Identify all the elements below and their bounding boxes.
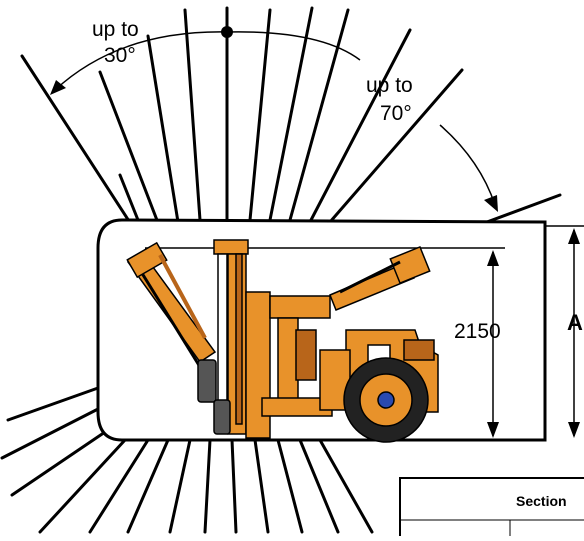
tilt-left-line1: up to xyxy=(92,18,139,41)
drill-line xyxy=(98,70,162,230)
height-value-label: 2150 xyxy=(454,320,501,343)
drill-line xyxy=(0,406,102,460)
height-dimension xyxy=(145,247,510,441)
tilt-right-line1: up to xyxy=(366,74,413,97)
drill-line xyxy=(328,68,464,224)
dim-arrow-top xyxy=(487,250,499,266)
section-dimension xyxy=(545,225,584,436)
dim-arrow-bottom xyxy=(487,422,499,438)
drill-line xyxy=(38,438,127,534)
drill-line xyxy=(268,6,314,222)
drill-line xyxy=(253,438,270,534)
section-table: Section xyxy=(399,477,584,541)
drill-line xyxy=(10,428,110,497)
drill-line xyxy=(318,438,374,534)
drill-line xyxy=(298,438,340,534)
right-arrowhead xyxy=(484,195,498,212)
pivot-dot xyxy=(221,26,233,38)
drill-line xyxy=(248,8,272,222)
drill-line xyxy=(168,438,192,534)
tilt-right-line2: 70° xyxy=(380,102,412,125)
drill-line xyxy=(20,54,142,240)
left-boom xyxy=(126,241,217,403)
tilt-arcs xyxy=(54,31,496,206)
right-boom xyxy=(329,245,431,311)
carrier-column xyxy=(245,291,333,439)
drill-line xyxy=(88,438,150,534)
drill-line xyxy=(183,8,202,222)
right-tilt-arc-lower xyxy=(439,124,496,206)
drill-line xyxy=(288,8,350,222)
left-tilt-arc xyxy=(54,31,228,91)
section-arrow-bottom xyxy=(568,422,580,438)
drill-line xyxy=(308,28,412,224)
drill-line xyxy=(118,173,140,222)
right-tilt-arc xyxy=(226,31,361,61)
drill-line xyxy=(230,438,238,534)
left-arrowhead xyxy=(50,80,66,95)
tilt-left-line2: 30° xyxy=(104,44,136,67)
center-boom xyxy=(213,239,249,435)
table-header: Section xyxy=(516,493,567,509)
drill-line xyxy=(126,438,170,534)
rig-wheel xyxy=(343,357,429,443)
section-marker-label: A xyxy=(567,310,583,335)
drill-line xyxy=(146,34,180,224)
drill-line xyxy=(203,438,212,534)
section-arrow-top xyxy=(568,228,580,244)
drill-line xyxy=(6,386,100,422)
drill-line xyxy=(276,438,304,534)
drilling-rig xyxy=(126,239,439,443)
